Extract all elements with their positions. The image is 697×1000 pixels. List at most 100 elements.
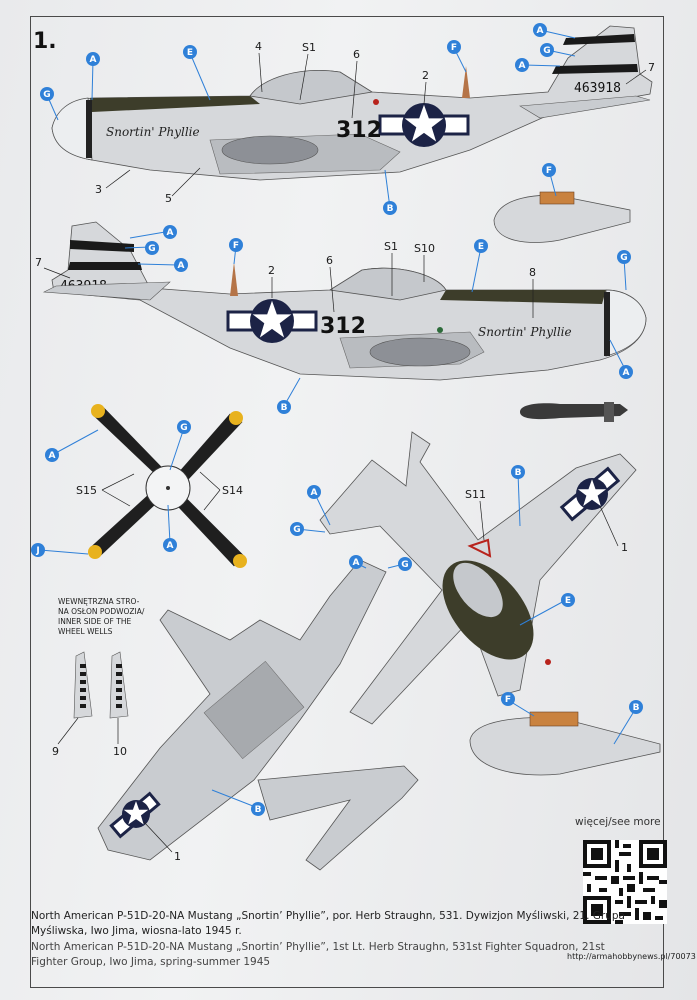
left-side-profile: 312 463918 Snortin' Phyllie: [51, 25, 653, 181]
wheel-note-line: WHEEL WELLS: [58, 627, 113, 636]
callout-a-10: A: [349, 555, 363, 569]
label-7: 7: [648, 61, 655, 74]
callout-a-6: A: [619, 365, 633, 379]
svg-text:G: G: [543, 46, 550, 56]
label-8: 8: [529, 266, 536, 279]
radiator-right: [369, 337, 471, 367]
label-7-right: 7: [35, 256, 42, 269]
wheel-note-line: NA OSŁON PODWOZIA/: [58, 607, 145, 616]
callout-b-4: B: [251, 802, 265, 816]
wheel-note-line: INNER SIDE OF THE: [58, 617, 132, 626]
canopy: [249, 70, 374, 105]
red-light: [373, 99, 379, 105]
sway-brace: [539, 191, 575, 205]
nose-art-right: Snortin' Phyllie: [478, 325, 572, 339]
label-1-top: 1: [621, 541, 628, 554]
elevator: [519, 95, 651, 119]
callout-a-9: A: [307, 485, 321, 499]
svg-text:G: G: [620, 253, 627, 263]
label-4: 4: [255, 40, 262, 53]
svg-text:F: F: [451, 43, 457, 53]
svg-text:A: A: [167, 541, 174, 551]
svg-text:J: J: [35, 546, 39, 556]
svg-text:E: E: [478, 242, 484, 252]
spinner-band: [86, 100, 92, 158]
drop-tank-2: [469, 711, 661, 776]
svg-text:A: A: [90, 55, 97, 65]
spinner-right: [605, 289, 647, 357]
callout-a-2: A: [533, 23, 547, 37]
label-6-right: 6: [326, 254, 333, 267]
svg-text:B: B: [633, 703, 640, 713]
anti-glare-panel: [90, 96, 260, 112]
callout-a-4: A: [163, 225, 177, 239]
svg-text:A: A: [49, 451, 56, 461]
callout-a-5: A: [174, 258, 188, 272]
callout-a-8: A: [163, 538, 177, 552]
svg-text:F: F: [505, 695, 511, 705]
svg-text:A: A: [519, 61, 526, 71]
callout-a-3: A: [515, 58, 529, 72]
tail-stripe: [563, 34, 635, 45]
svg-text:E: E: [565, 596, 571, 606]
tail-serial: 463918: [574, 81, 621, 96]
label-2-right: 2: [268, 264, 275, 277]
wheel-note-line: WEWNĘTRZNA STRO-: [58, 597, 140, 606]
callout-g-5: G: [177, 420, 191, 434]
callout-b-5: B: [629, 700, 643, 714]
svg-text:A: A: [167, 228, 174, 238]
svg-text:G: G: [148, 244, 155, 254]
decal-labels: 4 S1 6 2 7 3 5 7 2 6 S1 S10 8: [35, 40, 655, 863]
plan-view-bottom: [97, 559, 419, 871]
svg-text:F: F: [546, 166, 552, 176]
propeller: [88, 404, 247, 568]
callout-g-7: G: [398, 557, 412, 571]
svg-text:A: A: [178, 261, 185, 271]
antenna-right: [230, 262, 238, 296]
svg-text:A: A: [353, 558, 360, 568]
label-3: 3: [95, 183, 102, 196]
insignia-star-right: [250, 299, 294, 343]
canopy-right: [328, 267, 447, 301]
svg-text:G: G: [180, 423, 187, 433]
label-s1: S1: [302, 41, 316, 54]
qr-code[interactable]: [583, 840, 667, 924]
svg-text:F: F: [233, 241, 239, 251]
callout-g-1: G: [40, 87, 54, 101]
callout-a-1: A: [86, 52, 100, 66]
label-5: 5: [165, 192, 172, 205]
spinner-band-right: [604, 292, 610, 356]
tail-stripe-2: [552, 64, 638, 74]
page-frame: [30, 16, 664, 988]
right-side-profile: 312 463918 Snortin' Phyllie: [42, 221, 647, 381]
callout-e-3: E: [561, 593, 575, 607]
insignia-star: [402, 103, 446, 147]
label-10: 10: [113, 745, 127, 758]
callout-j-1: J: [31, 543, 45, 557]
label-s14: S14: [222, 484, 243, 497]
label-s15: S15: [76, 484, 97, 497]
tail-stripe-right: [70, 240, 134, 252]
caption-polish: North American P-51D-20-NA Mustang „Snor…: [31, 910, 625, 937]
callout-b-3: B: [511, 465, 525, 479]
plan-view-top: [319, 431, 637, 725]
wheel-well-doors: [73, 651, 129, 719]
url-link[interactable]: http://armahobbynews.pl/70073: [567, 952, 696, 961]
callout-e-1: E: [183, 45, 197, 59]
wheel-wells-note: WEWNĘTRZNA STRO- NA OSŁON PODWOZIA/ INNE…: [58, 597, 144, 637]
svg-text:G: G: [293, 525, 300, 535]
fuselage-code-right: 312: [320, 314, 366, 339]
callout-f-4: F: [501, 692, 515, 706]
profile-number: 1.: [33, 29, 57, 54]
svg-text:A: A: [311, 488, 318, 498]
label-2: 2: [422, 69, 429, 82]
callout-f-1: F: [447, 40, 461, 54]
callout-a-7: A: [45, 448, 59, 462]
callout-g-6: G: [290, 522, 304, 536]
caption-english: North American P-51D-20-NA Mustang „Snor…: [31, 941, 605, 968]
svg-text:B: B: [255, 805, 262, 815]
callout-e-2: E: [474, 239, 488, 253]
label-9: 9: [52, 745, 59, 758]
callouts: A E G F A G A B F A G A F E G A B A G A …: [31, 23, 643, 816]
